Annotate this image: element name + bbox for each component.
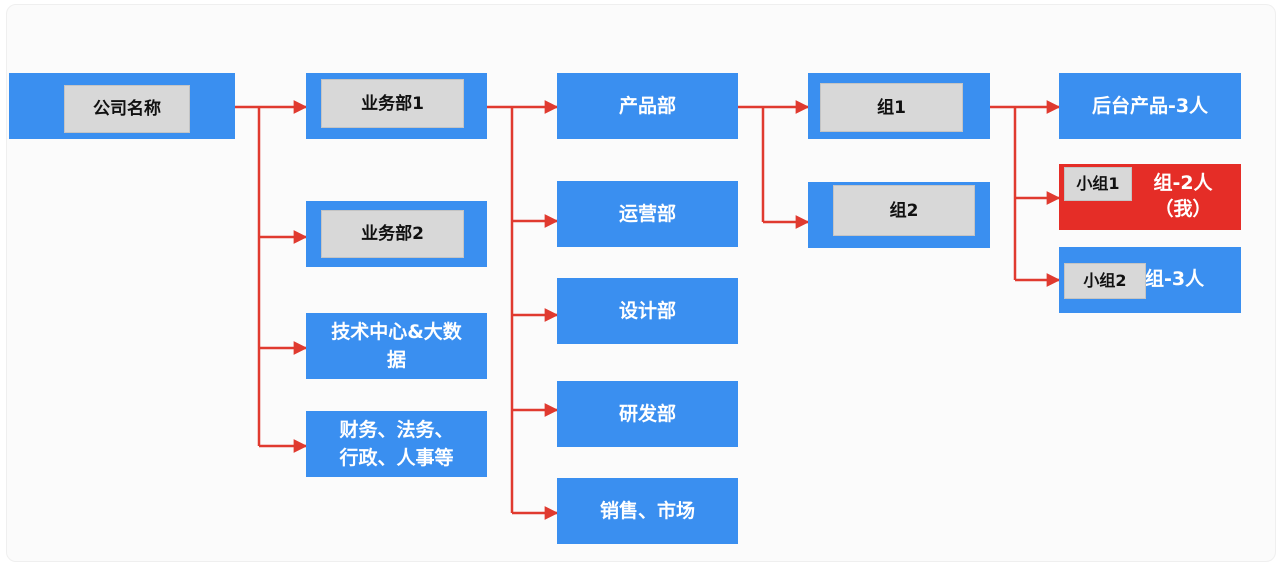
unit-design-text: 设计部 xyxy=(618,300,676,322)
unit-product-text: 产品部 xyxy=(618,95,676,117)
group-1-node[interactable]: 组1 xyxy=(808,73,990,139)
unit-sales-node[interactable]: 销售、市场 xyxy=(557,478,738,544)
company-label: 公司名称 xyxy=(64,85,190,133)
team-sub2-label: 小组2 xyxy=(1064,263,1146,299)
dept-biz1-label: 业务部1 xyxy=(321,79,464,128)
dept-tech-text: 技术中心&大数 据 xyxy=(331,321,462,371)
team-sub1-label: 小组1 xyxy=(1064,167,1132,201)
group-2-label: 组2 xyxy=(833,185,975,236)
dept-biz2-label: 业务部2 xyxy=(321,210,464,258)
unit-rd-text: 研发部 xyxy=(618,403,676,425)
unit-rd-node[interactable]: 研发部 xyxy=(557,381,738,447)
company-node[interactable]: 公司名称 xyxy=(9,73,235,139)
unit-ops-text: 运营部 xyxy=(618,203,676,225)
dept-biz1-node[interactable]: 业务部1 xyxy=(306,73,487,139)
org-chart-canvas: 公司名称 业务部1 业务部2 技术中心&大数 据 财务、法务、 行政、人事等 产… xyxy=(6,4,1276,562)
connector-lines xyxy=(235,100,1061,520)
group-2-node[interactable]: 组2 xyxy=(808,182,990,248)
unit-ops-node[interactable]: 运营部 xyxy=(557,181,738,247)
team-sub1-text: 组-2人 （我） xyxy=(1153,172,1213,220)
unit-sales-text: 销售、市场 xyxy=(599,500,695,522)
dept-tech-node[interactable]: 技术中心&大数 据 xyxy=(306,313,487,379)
team-backend-text: 后台产品-3人 xyxy=(1091,95,1209,117)
team-sub2-node[interactable]: 组-3人 小组2 xyxy=(1059,247,1241,313)
group-1-label: 组1 xyxy=(820,83,963,132)
dept-biz2-node[interactable]: 业务部2 xyxy=(306,201,487,267)
dept-finance-node[interactable]: 财务、法务、 行政、人事等 xyxy=(306,411,487,477)
dept-finance-text: 财务、法务、 行政、人事等 xyxy=(339,419,454,469)
unit-product-node[interactable]: 产品部 xyxy=(557,73,738,139)
team-sub2-text: 组-3人 xyxy=(1145,268,1205,290)
unit-design-node[interactable]: 设计部 xyxy=(557,278,738,344)
team-sub1-node[interactable]: 组-2人 （我） 小组1 xyxy=(1059,164,1241,230)
team-backend-node[interactable]: 后台产品-3人 xyxy=(1059,73,1241,139)
